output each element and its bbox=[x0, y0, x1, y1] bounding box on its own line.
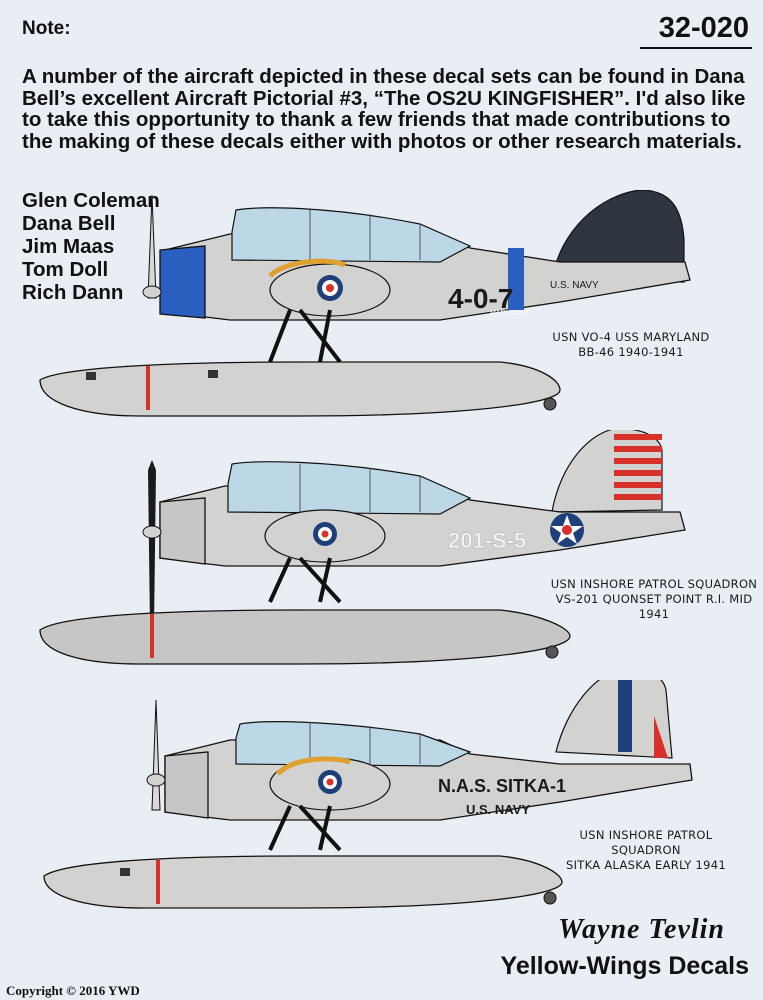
aircraft-profile-maryland: 4-0-7 U.S. NAVY MARYLAND bbox=[39, 190, 691, 417]
ship-marking: MARYLAND bbox=[490, 310, 529, 317]
thanks-name: Jim Maas bbox=[22, 235, 115, 258]
thanks-list: Glen Coleman Dana Bell Jim Maas Tom Doll… bbox=[22, 189, 160, 304]
caption-line: USN INSHORE PATROL SQUADRON bbox=[579, 828, 713, 857]
thanks-name: Rich Dann bbox=[22, 281, 124, 304]
set-number-underline bbox=[640, 47, 752, 49]
aircraft-code: 201-S-5 bbox=[448, 528, 526, 553]
caption-line: USN VO-4 USS MARYLAND bbox=[552, 330, 710, 344]
thanks-name: Dana Bell bbox=[22, 212, 116, 235]
service-marking: U.S. NAVY bbox=[550, 280, 599, 291]
copyright-notice: Copyright © 2016 YWD bbox=[6, 983, 140, 998]
intro-paragraph: A number of the aircraft depicted in the… bbox=[22, 65, 746, 153]
service-marking: U.S. NAVY bbox=[466, 802, 530, 817]
caption-line: USN INSHORE PATROL SQUADRON bbox=[550, 577, 758, 591]
caption-line: VS-201 QUONSET POINT R.I. MID 1941 bbox=[555, 592, 753, 621]
note-label: Note: bbox=[22, 18, 71, 39]
caption-line: BB-46 1940-1941 bbox=[578, 345, 684, 359]
aircraft-caption-sitka: USN INSHORE PATROL SQUADRON SITKA ALASKA… bbox=[546, 828, 746, 873]
set-number: 32-020 bbox=[658, 12, 749, 44]
thanks-name: Glen Coleman bbox=[22, 189, 160, 212]
caption-line: SITKA ALASKA EARLY 1941 bbox=[566, 858, 726, 872]
brand-name: Yellow-Wings Decals bbox=[500, 952, 749, 980]
aircraft-profile-quonset: 201-S-5 bbox=[39, 430, 686, 665]
aircraft-caption-quonset: USN INSHORE PATROL SQUADRON VS-201 QUONS… bbox=[546, 577, 762, 622]
aircraft-code: N.A.S. SITKA-1 bbox=[438, 776, 566, 796]
designer-signature: Wayne Tevlin bbox=[558, 914, 725, 945]
aircraft-profile-sitka: N.A.S. SITKA-1 U.S. NAVY bbox=[43, 680, 693, 909]
aircraft-caption-maryland: USN VO-4 USS MARYLAND BB-46 1940-1941 bbox=[536, 330, 726, 360]
thanks-name: Tom Doll bbox=[22, 258, 109, 281]
aircraft-code: 4-0-7 bbox=[448, 283, 513, 314]
